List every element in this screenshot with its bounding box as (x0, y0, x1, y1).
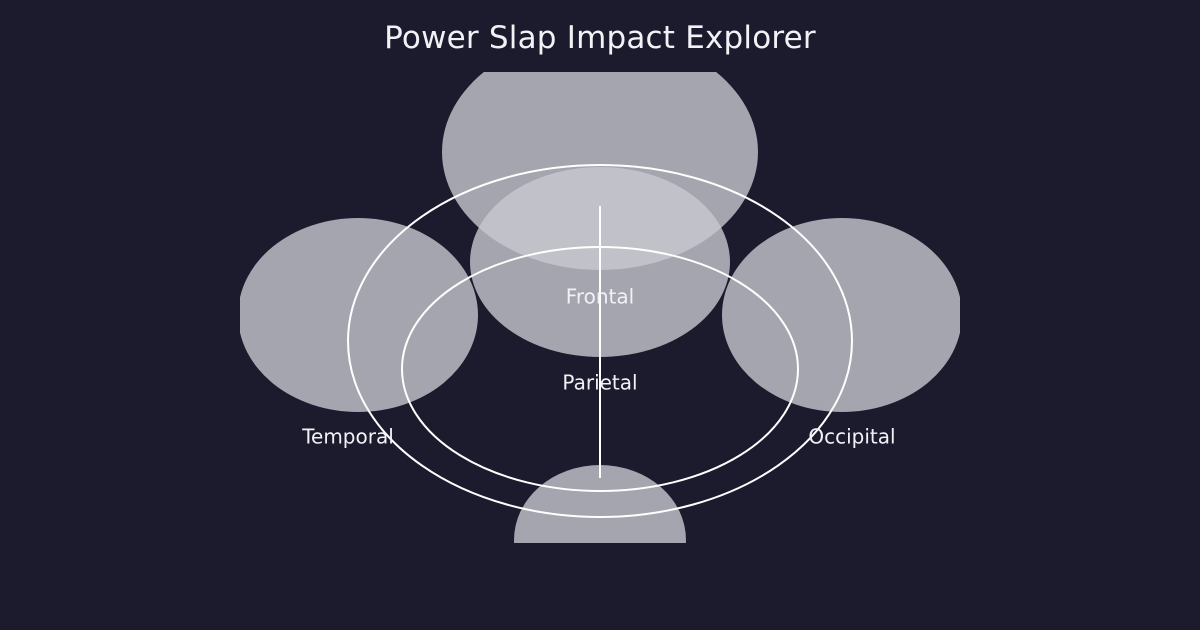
zone-label-frontal: Frontal (566, 285, 634, 309)
head-outline (347, 164, 853, 518)
impact-zones (238, 72, 962, 615)
impact-zone-occipital[interactable] (722, 218, 962, 412)
zone-label-temporal: Temporal (301, 425, 394, 449)
impact-zone-bottom[interactable] (514, 465, 686, 615)
head-outline-outer (347, 164, 853, 518)
zone-label-occipital: Occipital (808, 425, 895, 449)
impact-zone-temporal[interactable] (238, 218, 478, 412)
page-title: Power Slap Impact Explorer (384, 20, 816, 56)
zone-labels: Frontal Parietal Temporal Occipital (301, 285, 895, 449)
zone-label-parietal: Parietal (562, 371, 637, 395)
